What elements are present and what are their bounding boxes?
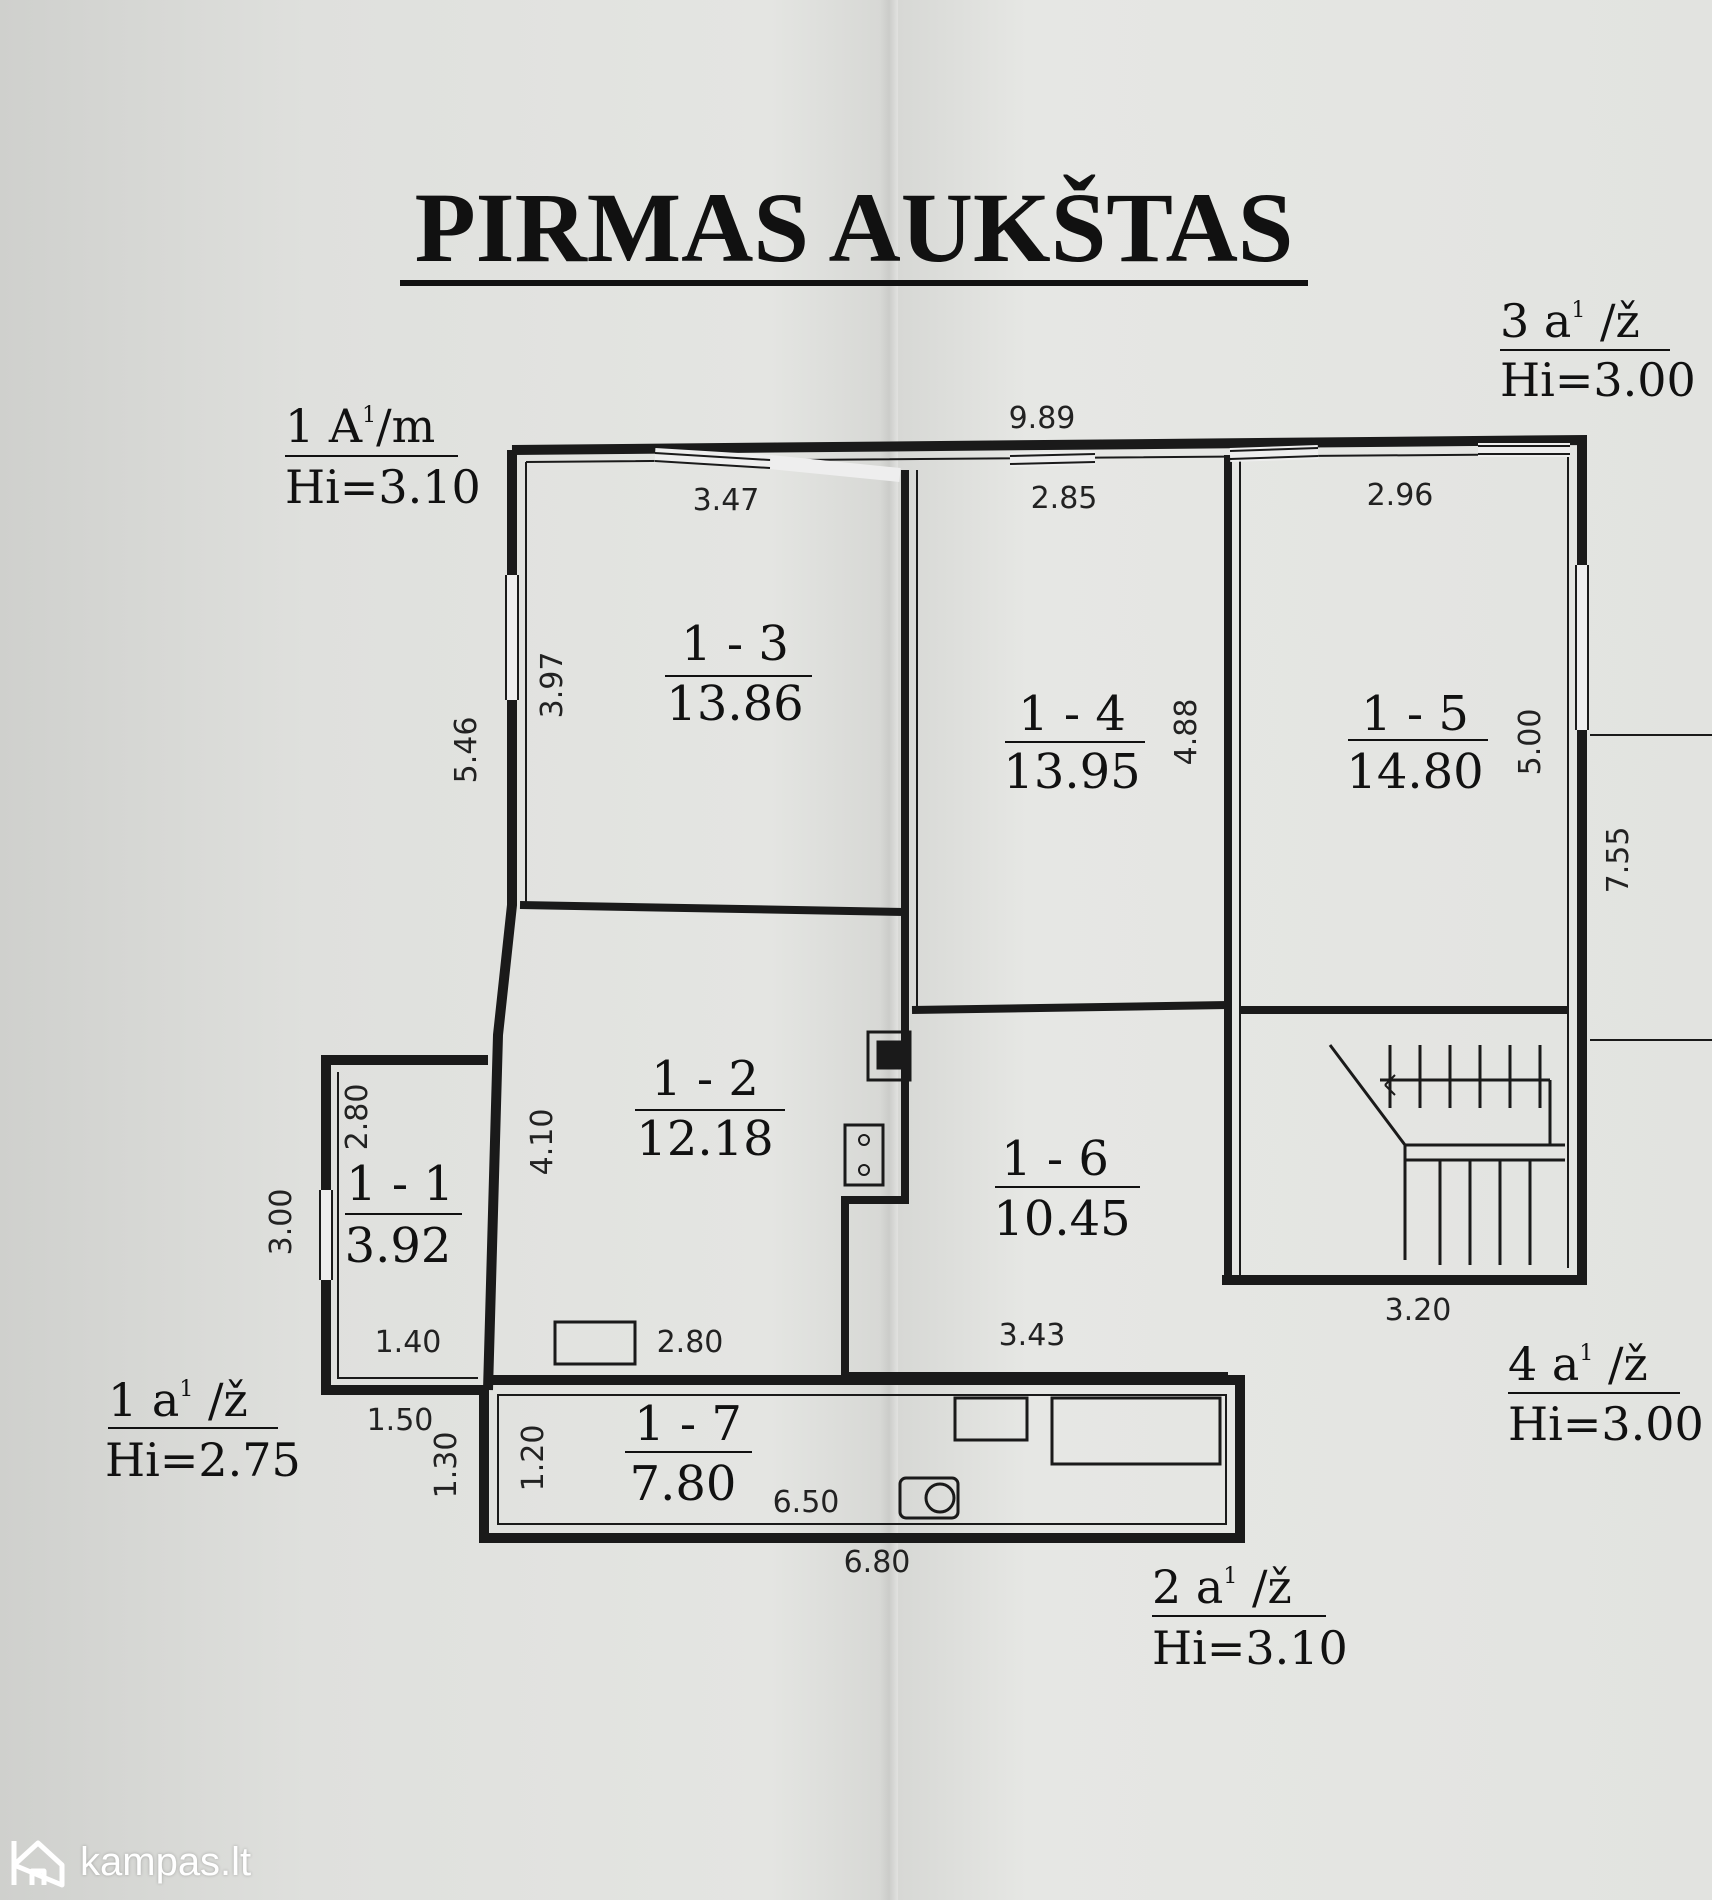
dim-4-88: 4.88 — [1169, 699, 1204, 766]
chimney — [866, 1030, 912, 1082]
dim-2-80-vertical: 2.80 — [340, 1084, 375, 1151]
room-1-4-area: 13.95 — [1003, 744, 1140, 800]
room-1-2-id: 1 - 2 — [651, 1051, 759, 1107]
dim-2-96: 2.96 — [1367, 478, 1434, 513]
label-2a-name: 2 a1 /ž — [1152, 1560, 1292, 1614]
room-1-1-id: 1 - 1 — [346, 1156, 454, 1212]
room-1-7-id: 1 - 7 — [634, 1396, 742, 1452]
bathtub — [1050, 1396, 1222, 1466]
label-1a: 1 a1 /ž Hi=2.75 — [105, 1373, 301, 1487]
room-1-5-id: 1 - 5 — [1361, 686, 1469, 742]
walls — [319, 434, 1712, 1543]
wall-1-2-1-6 — [841, 1010, 909, 1375]
unit-labels: 1 A1/m Hi=3.10 3 a1 /ž Hi=3.00 1 a1 /ž H… — [105, 294, 1704, 1675]
dim-2-85: 2.85 — [1031, 481, 1098, 516]
label-3a-height: Hi=3.00 — [1500, 353, 1696, 407]
dim-9-89: 9.89 — [1009, 401, 1076, 436]
label-1a-height: Hi=2.75 — [105, 1433, 301, 1487]
dim-4-10: 4.10 — [525, 1109, 560, 1176]
dim-1-40: 1.40 — [375, 1325, 442, 1360]
room-1-7-area: 7.80 — [630, 1456, 737, 1512]
room-1-4-label: 1 - 4 13.95 — [1003, 686, 1145, 800]
room-labels: 1 - 3 13.86 1 - 4 13.95 1 - 5 14.80 1 - … — [345, 616, 1488, 1512]
window-openings — [654, 443, 1570, 482]
dim-6-50: 6.50 — [773, 1485, 840, 1520]
label-2a-height: Hi=3.10 — [1152, 1621, 1348, 1675]
staircase — [1328, 1044, 1565, 1265]
dim-3-00: 3.00 — [264, 1189, 299, 1256]
label-4a-name: 4 a1 /ž — [1508, 1337, 1648, 1391]
room-1-7-walls — [479, 1375, 1245, 1543]
room-1-3-id: 1 - 3 — [681, 616, 789, 672]
label-4a-height: Hi=3.00 — [1508, 1397, 1704, 1451]
wall-1-4-1-6 — [911, 1001, 1229, 1014]
dim-3-97: 3.97 — [535, 652, 570, 719]
dim-2-80-horizontal: 2.80 — [657, 1325, 724, 1360]
label-1A: 1 A1/m Hi=3.10 — [285, 399, 481, 514]
room-1-1-area: 3.92 — [345, 1218, 452, 1274]
room-1-5-area: 14.80 — [1346, 744, 1483, 800]
label-4a: 4 a1 /ž Hi=3.00 — [1508, 1337, 1704, 1451]
label-2a: 2 a1 /ž Hi=3.10 — [1152, 1560, 1348, 1675]
room-1-1-label: 1 - 1 3.92 — [345, 1156, 462, 1274]
plan-title: PIRMAS AUKŠTAS — [414, 172, 1294, 283]
room-1-6-id: 1 - 6 — [1001, 1131, 1109, 1187]
room-1-5-label: 1 - 5 14.80 — [1346, 686, 1488, 800]
dim-1-30: 1.30 — [429, 1432, 464, 1499]
watermark: kampas.lt — [8, 1834, 251, 1890]
dim-6-80: 6.80 — [844, 1545, 911, 1580]
room-1-7-label: 1 - 7 7.80 — [625, 1396, 752, 1512]
dim-3-47: 3.47 — [693, 483, 760, 518]
dim-3-20: 3.20 — [1385, 1293, 1452, 1328]
watermark-text: kampas.lt — [80, 1839, 252, 1884]
kitchen-sink — [553, 1320, 637, 1366]
room-1-2-label: 1 - 2 12.18 — [635, 1051, 785, 1167]
dim-5-46: 5.46 — [449, 717, 484, 784]
dimension-labels: 9.89 3.47 2.85 2.96 5.46 3.97 4.88 5.00 … — [264, 401, 1636, 1580]
room-1-4-id: 1 - 4 — [1018, 686, 1126, 742]
stove — [843, 1123, 885, 1187]
label-1A-height: Hi=3.10 — [285, 460, 481, 514]
dim-7-55: 7.55 — [1601, 827, 1636, 894]
dim-5-00: 5.00 — [1513, 709, 1548, 776]
title-underline — [400, 280, 1308, 286]
label-3a: 3 a1 /ž Hi=3.00 — [1500, 294, 1696, 407]
room-1-3-label: 1 - 3 13.86 — [665, 616, 812, 732]
label-3a-name: 3 a1 /ž — [1500, 294, 1640, 348]
external-dimension-lines — [1590, 734, 1712, 1041]
kampas-logo-icon — [11, 1840, 65, 1888]
room-1-6-area: 10.45 — [993, 1191, 1130, 1247]
wash-basin — [953, 1396, 1029, 1442]
label-1A-name: 1 A1/m — [285, 399, 435, 453]
dim-1-20: 1.20 — [516, 1425, 551, 1492]
room-1-2-area: 12.18 — [636, 1111, 773, 1167]
toilet — [898, 1476, 960, 1520]
dim-1-50: 1.50 — [367, 1403, 434, 1438]
label-1a-name: 1 a1 /ž — [108, 1373, 248, 1427]
outer-wall-main — [511, 434, 1587, 1285]
room-1-6-label: 1 - 6 10.45 — [993, 1131, 1140, 1247]
wall-1-3-1-2 — [519, 901, 906, 916]
room-1-3-area: 13.86 — [666, 676, 803, 732]
dim-3-43: 3.43 — [999, 1318, 1066, 1353]
